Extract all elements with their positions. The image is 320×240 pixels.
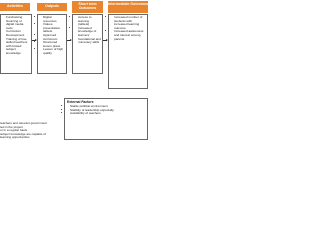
outputs-item: Videos, presentation, tablets [43, 22, 65, 34]
short-term-title: Short term Outcomes [78, 2, 97, 10]
logic-model-diagram: Activities Fundraising Sourcing of digit… [0, 0, 150, 150]
outputs-box: Digital resources Videos, presentation, … [37, 14, 67, 74]
short-term-item: Access to learning (tablets) [78, 15, 101, 27]
external-factor-item: Stability of leadership especially [70, 108, 146, 113]
activities-item: Fundraising [6, 15, 30, 20]
outputs-title: Outputs [45, 4, 59, 8]
outputs-item: Lesson of high quality [43, 47, 65, 55]
arrow-activities-to-outputs [32, 39, 37, 42]
intermediate-header: Intermediate Outcomes [108, 1, 148, 13]
outputs-list: Digital resources Videos, presentation, … [38, 15, 66, 56]
assumptions-line: subject knowledge are capable of [0, 131, 46, 136]
external-factor-item: Stable political environment [70, 104, 146, 109]
intermediate-box: Increased number of students with increa… [108, 14, 148, 89]
arrow-outputs-to-short-term [67, 39, 72, 42]
activities-item: Sourcing of digital media tools [6, 19, 30, 31]
external-factors-title: External Factors [67, 100, 94, 104]
assumptions-line: teachers and relevant government [0, 121, 47, 125]
external-factors-list: Stable political environment Stability o… [65, 104, 147, 116]
activities-box: Fundraising Sourcing of digital media to… [0, 14, 32, 74]
short-term-box: Access to learning (tablets) Increased k… [72, 14, 103, 74]
activities-list: Fundraising Sourcing of digital media to… [1, 15, 31, 56]
intermediate-title: Intermediate Outcomes [108, 2, 148, 6]
activities-item: Training of low-skilled teachers with li… [6, 37, 30, 56]
short-term-header: Short term Outcomes [72, 1, 103, 13]
arrow-short-term-to-intermediate [103, 39, 108, 42]
assumptions-text: teachers and relevant government ted in … [0, 121, 62, 140]
activities-header: Activities [0, 3, 30, 11]
short-term-item: Increased knowledge of learners' foundat… [78, 26, 101, 45]
outputs-item: Approved curriculum [43, 33, 65, 41]
external-factors-box: External Factors Stable political enviro… [64, 98, 148, 140]
short-term-list: Access to learning (tablets) Increased k… [73, 15, 102, 45]
assumptions-line: or in a regular basis [0, 128, 28, 133]
intermediate-list: Increased number of students with increa… [109, 15, 147, 41]
external-factor-item: Availability of teachers [70, 112, 146, 116]
activities-item: Curriculum Development [6, 30, 30, 37]
outputs-item: Digital resources [43, 15, 65, 23]
assumptions-line: ted in the project [0, 124, 23, 129]
activities-title: Activities [7, 4, 23, 8]
assumptions-line: learning opportunities [0, 135, 30, 140]
intermediate-item: Increased awareness and interest among p… [114, 30, 146, 41]
intermediate-item: Increased number of students with increa… [114, 15, 146, 30]
outputs-item: Structured lesson plans [43, 40, 65, 48]
outputs-header: Outputs [37, 3, 67, 11]
